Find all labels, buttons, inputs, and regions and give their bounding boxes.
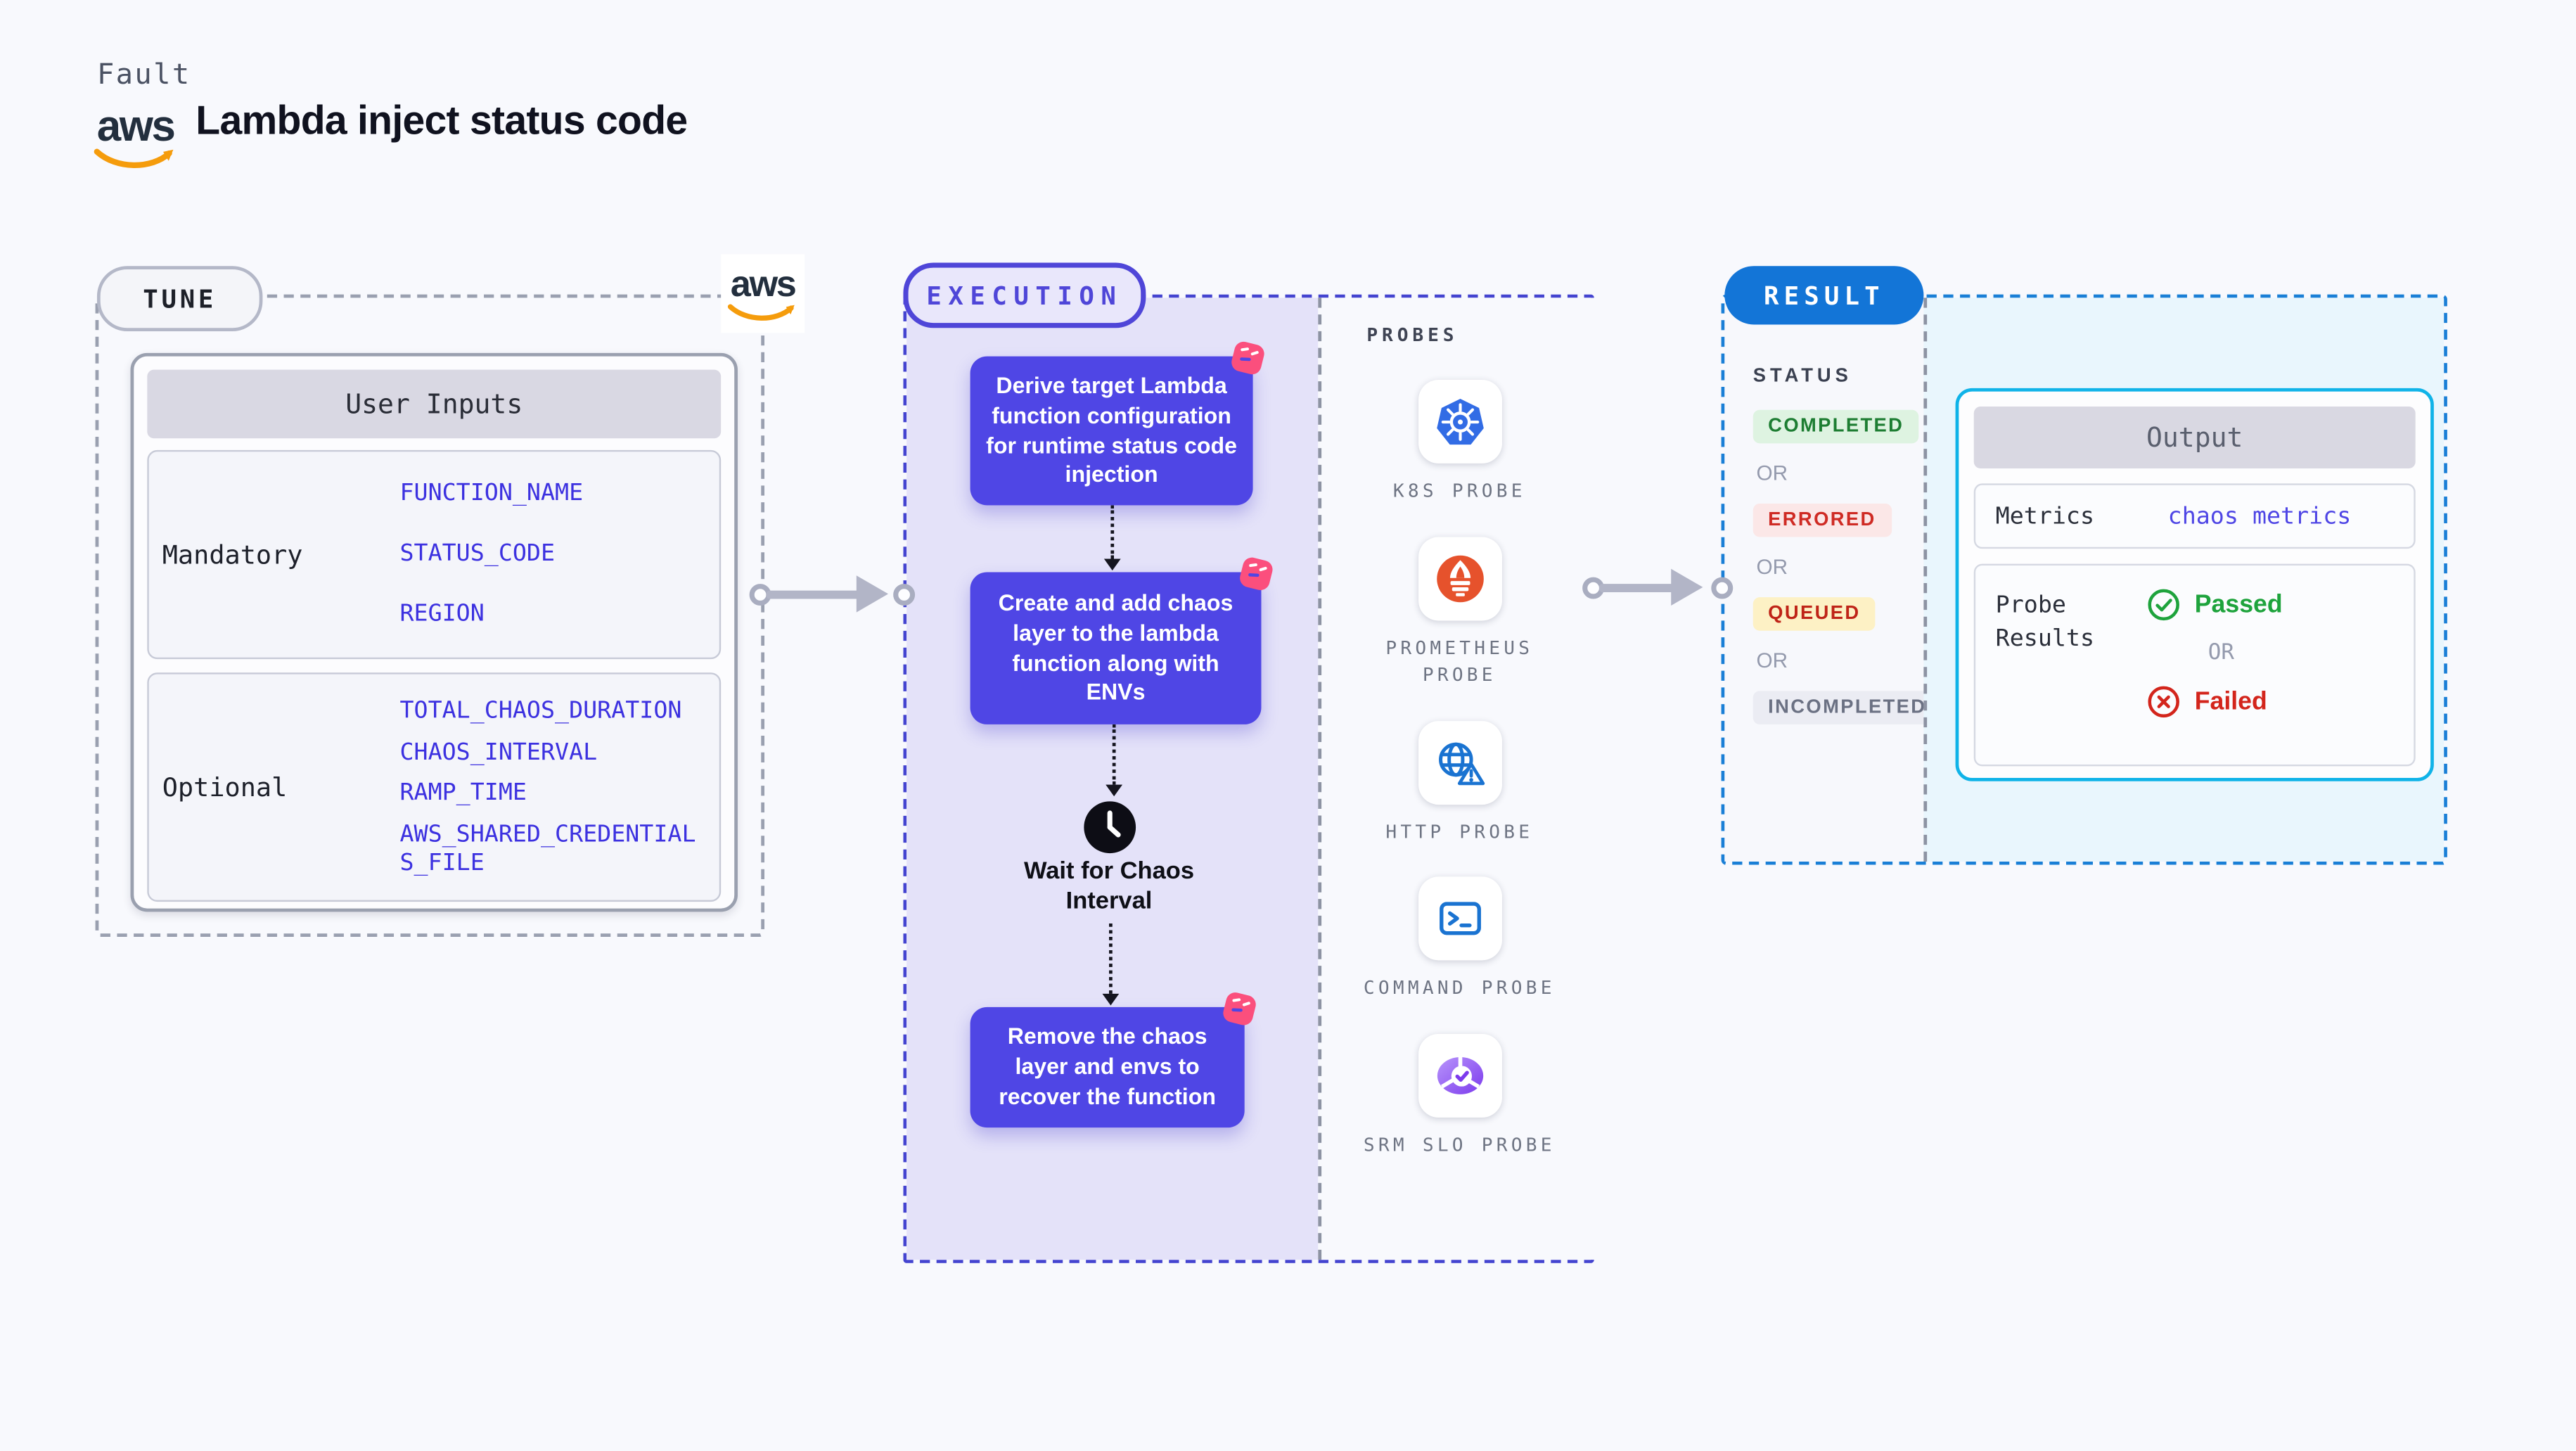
step-add-chaos-layer: Create and add chaos layer to the lambda… [970,557,1273,724]
optional-fields: TOTAL_CHAOS_DURATION CHAOS_INTERVAL RAMP… [399,675,719,900]
step-remove-chaos-layer: Remove the chaos layer and envs to recov… [970,992,1256,1128]
probe-item-prometheus: PROMETHEUS PROBE [1321,536,1597,690]
connector-end-ring [893,582,916,605]
probe-label: K8S PROBE [1392,480,1526,502]
field-function-name: FUNCTION_NAME [399,480,584,507]
field-region: REGION [399,599,485,627]
field-total-chaos-duration: TOTAL_CHAOS_DURATION [399,697,682,724]
step-derive-config: Derive target Lambda function configurat… [970,341,1264,506]
mandatory-label: Mandatory [162,539,303,570]
probe-label: COMMAND PROBE [1363,977,1556,999]
mandatory-row: Mandatory FUNCTION_NAME STATUS_CODE REGI… [147,449,722,660]
page-title: Lambda inject status code [196,98,688,144]
status-badge-incompleted: INCOMPLETED [1752,691,1942,724]
execution-badge-label: EXECUTION [926,280,1123,311]
execution-to-result-arrow [1582,565,1734,609]
mandatory-fields: FUNCTION_NAME STATUS_CODE REGION [399,452,719,658]
probe-label: HTTP PROBE [1385,820,1534,843]
status-badge-errored: ERRORED [1752,503,1892,537]
user-inputs-card: User Inputs Mandatory FUNCTION_NAME STAT… [130,352,738,912]
x-circle-icon [2148,686,2179,718]
probe-results-row: Probe Results Passed OR [1973,563,2416,767]
aws-smile-icon [727,303,795,320]
field-chaos-interval: CHAOS_INTERVAL [399,739,598,766]
tune-to-execution-arrow [749,572,916,615]
clock-icon [1084,801,1136,854]
status-title: STATUS [1752,366,1852,387]
result-badge-label: RESULT [1764,280,1885,311]
execution-flow-area: Derive target Lambda function configurat… [906,298,1319,1260]
result-body: Output Metrics chaos metrics Probe Resul… [1923,298,2444,862]
optional-label: Optional [162,772,288,803]
or-separator: OR [1756,555,1788,579]
aws-smile-icon [94,148,174,168]
status-column: STATUS COMPLETED OR ERRORED OR QUEUED OR… [1724,298,1942,862]
aws-logo-text: aws [96,100,176,151]
chaos-icon [1223,992,1256,1025]
field-status-code: STATUS_CODE [399,539,556,567]
status-badge-queued: QUEUED [1752,597,1876,631]
flow-dotted-line [1109,923,1113,994]
probes-column: PROBES [1318,298,1598,1260]
aws-corner-logo: aws [721,254,805,333]
check-circle-icon [2148,589,2179,621]
chaos-icon [1240,557,1273,591]
result-badge: RESULT [1724,266,1924,325]
arrow-down-icon [1103,558,1121,571]
kubernetes-icon [1436,399,1483,445]
probe-results-label: Probe Results [1995,592,2095,653]
probe-item-http: HTTP PROBE [1321,720,1597,847]
or-separator: OR [2207,641,2234,666]
probe-item-srm-slo: SRM SLO PROBE [1321,1033,1597,1160]
command-terminal-icon [1438,902,1480,935]
or-separator: OR [1756,461,1788,485]
output-card: Output Metrics chaos metrics Probe Resul… [1955,388,2434,781]
passed-label: Passed [2194,590,2283,620]
optional-row: Optional TOTAL_CHAOS_DURATION CHAOS_INTE… [147,672,722,902]
flow-dotted-line [1110,505,1115,559]
field-aws-shared-credentials-file: AWS_SHARED_CREDENTIALS_FILE [399,821,696,878]
connector-end-ring [1711,576,1734,599]
execution-section: Derive target Lambda function configurat… [903,294,1598,1263]
metrics-value: chaos metrics [2167,502,2352,530]
wait-for-chaos-interval-label: Wait for Chaos Interval [1023,858,1195,916]
field-ramp-time: RAMP_TIME [399,780,527,807]
arrow-right-icon [1671,568,1703,606]
result-section: STATUS COMPLETED OR ERRORED OR QUEUED OR… [1721,294,2447,865]
aws-logo: aws [92,103,179,170]
flow-dotted-line [1112,724,1116,785]
probe-item-command: COMMAND PROBE [1321,876,1597,1003]
tune-section [95,294,765,938]
output-title: Output [1973,406,2416,469]
prometheus-icon [1436,554,1483,602]
metrics-row: Metrics chaos metrics [1973,483,2416,549]
arrow-down-icon [1106,784,1123,797]
arrow-right-icon [856,575,889,613]
probe-label: PROMETHEUS PROBE [1385,637,1534,686]
or-separator: OR [1756,648,1788,673]
arrow-down-icon [1102,993,1120,1006]
fault-type-eyebrow: Fault [96,58,191,92]
probe-item-k8s: K8S PROBE [1321,379,1597,506]
http-globe-warning-icon [1437,741,1485,785]
execution-badge: EXECUTION [903,262,1146,328]
user-inputs-title: User Inputs [147,369,722,439]
status-badge-completed: COMPLETED [1752,409,1919,444]
srm-slo-donut-icon [1436,1055,1482,1094]
failed-label: Failed [2194,687,2267,717]
metrics-label: Metrics [1995,502,2095,530]
probes-title: PROBES [1366,324,1459,347]
chaos-icon [1231,341,1264,375]
tune-badge: TUNE [96,266,263,331]
tune-badge-label: TUNE [143,283,217,314]
probe-label: SRM SLO PROBE [1363,1133,1556,1156]
